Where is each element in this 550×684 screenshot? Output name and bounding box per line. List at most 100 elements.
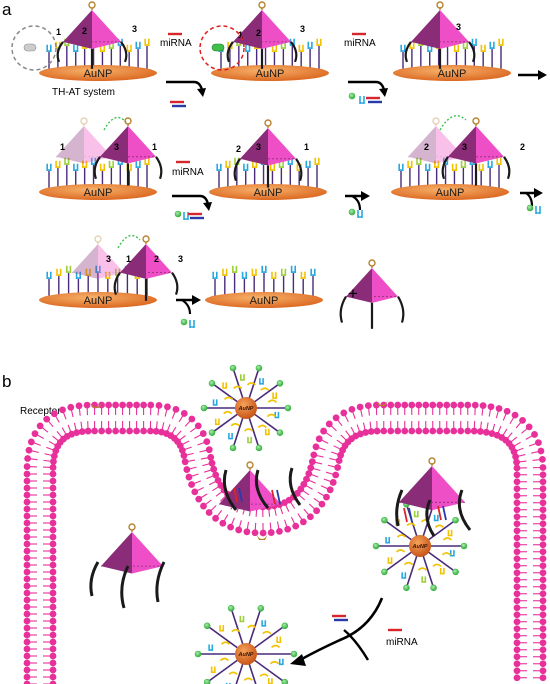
hairpin-probe-icon xyxy=(487,160,493,168)
lipid-head xyxy=(513,562,521,570)
hairpin-probe-icon xyxy=(46,163,52,171)
tetrahedron-leg xyxy=(222,469,238,511)
hairpin-arm xyxy=(267,399,277,403)
hairpin-arm xyxy=(247,624,257,629)
lipid-head xyxy=(112,401,119,409)
mirna-strand-curve xyxy=(343,629,370,661)
hairpin-probe-icon xyxy=(99,163,106,171)
tetrahedron-face-left xyxy=(240,128,268,166)
hairpin-probe-icon xyxy=(281,268,287,276)
lipid-head xyxy=(539,576,547,584)
fluorophore-icon xyxy=(203,622,211,630)
lipid-head xyxy=(303,475,310,483)
tetrahedron-face-right xyxy=(262,10,291,49)
lipid-bilayer-membrane xyxy=(23,401,547,684)
arrow-head xyxy=(361,191,370,201)
lipid-head xyxy=(23,624,31,632)
aunp-label: AuNP xyxy=(438,68,467,80)
aunp-body xyxy=(209,184,327,200)
lipid-head xyxy=(75,402,83,410)
lipid-head xyxy=(513,639,521,647)
lipid-head xyxy=(23,610,31,618)
hairpin-probe-icon xyxy=(108,160,114,168)
aunp-body xyxy=(39,184,157,200)
hairpin-probe-icon xyxy=(267,678,273,684)
lipid-head xyxy=(513,625,521,633)
fluorophore-icon xyxy=(381,568,388,576)
lipid-head xyxy=(251,529,259,537)
lipid-head xyxy=(235,526,243,534)
lipid-head xyxy=(84,427,92,435)
gold-nanoparticle-icon: AuNP xyxy=(205,265,323,308)
aunp-body xyxy=(211,65,329,81)
tetrahedron-leg xyxy=(397,296,405,323)
lipid-head xyxy=(49,652,57,660)
gold-nanoparticle-icon: AuNP xyxy=(39,157,157,200)
lipid-head xyxy=(23,512,31,520)
lipid-head xyxy=(267,529,275,536)
lipid-head xyxy=(23,477,31,485)
lipid-head xyxy=(513,555,521,563)
aunp-label: AuNP xyxy=(84,187,113,199)
lipid-head xyxy=(539,562,547,570)
tetrahedron-face-right xyxy=(132,532,163,574)
hairpin-arm xyxy=(243,428,254,432)
fluorophore-icon xyxy=(276,429,284,436)
lipid-head xyxy=(539,506,547,514)
lipid-head xyxy=(49,673,57,681)
hairpin-arm xyxy=(223,396,234,401)
tetrahedron-leg xyxy=(120,41,128,63)
hairpin-probe-icon xyxy=(453,44,460,52)
lipid-head xyxy=(172,405,180,413)
lipid-head xyxy=(227,523,234,531)
lipid-head xyxy=(539,555,547,563)
lipid-head xyxy=(539,548,547,556)
lipid-head xyxy=(50,458,57,465)
hairpin-probe-icon xyxy=(489,41,495,49)
lipid-head xyxy=(205,509,213,516)
lipid-head xyxy=(140,401,147,409)
lipid-head xyxy=(513,674,521,682)
fluorophore-icon xyxy=(526,204,534,212)
lipid-head xyxy=(539,646,547,654)
lipid-head xyxy=(105,427,112,435)
lipid-head xyxy=(539,455,546,463)
tetrahedron-leg xyxy=(503,156,511,180)
hairpin-arm xyxy=(434,524,445,528)
lipid-head xyxy=(49,464,57,471)
lipid-head xyxy=(488,430,496,437)
hairpin-probe-icon xyxy=(421,576,427,583)
aunp-body xyxy=(39,65,157,81)
hairpin-probe-icon xyxy=(239,615,245,623)
ligand-loop-icon xyxy=(80,117,88,125)
lipid-head xyxy=(401,401,409,409)
lipid-head xyxy=(105,401,112,409)
lipid-head xyxy=(513,478,521,486)
arrow-head xyxy=(197,88,206,97)
strand-number: 3 xyxy=(462,142,467,152)
hairpin-probe-icon xyxy=(425,163,431,171)
lipid-head xyxy=(91,427,98,435)
ligand-loop-icon xyxy=(128,523,136,531)
ligand-loop-icon xyxy=(368,259,376,267)
lipid-head xyxy=(49,638,57,646)
unlock-capsule-icon xyxy=(211,43,225,52)
hairpin-arm xyxy=(417,567,428,571)
lipid-head xyxy=(443,401,451,409)
lipid-head xyxy=(326,486,334,494)
lipid-head xyxy=(479,402,487,410)
lipid-head xyxy=(276,527,283,535)
gold-nanoparticle-icon: AuNP xyxy=(200,364,292,452)
lipid-head xyxy=(373,427,381,435)
aunp-core-label: AuNP xyxy=(238,406,254,412)
lipid-head xyxy=(539,485,547,493)
tetrahedron-leg xyxy=(226,41,234,63)
lipid-head xyxy=(315,435,323,443)
lipid-head xyxy=(49,568,57,576)
lipid-head xyxy=(513,660,521,668)
lipid-head xyxy=(49,582,57,590)
lipid-head xyxy=(539,611,547,619)
lipid-head xyxy=(49,589,57,597)
lipid-head xyxy=(23,645,31,653)
